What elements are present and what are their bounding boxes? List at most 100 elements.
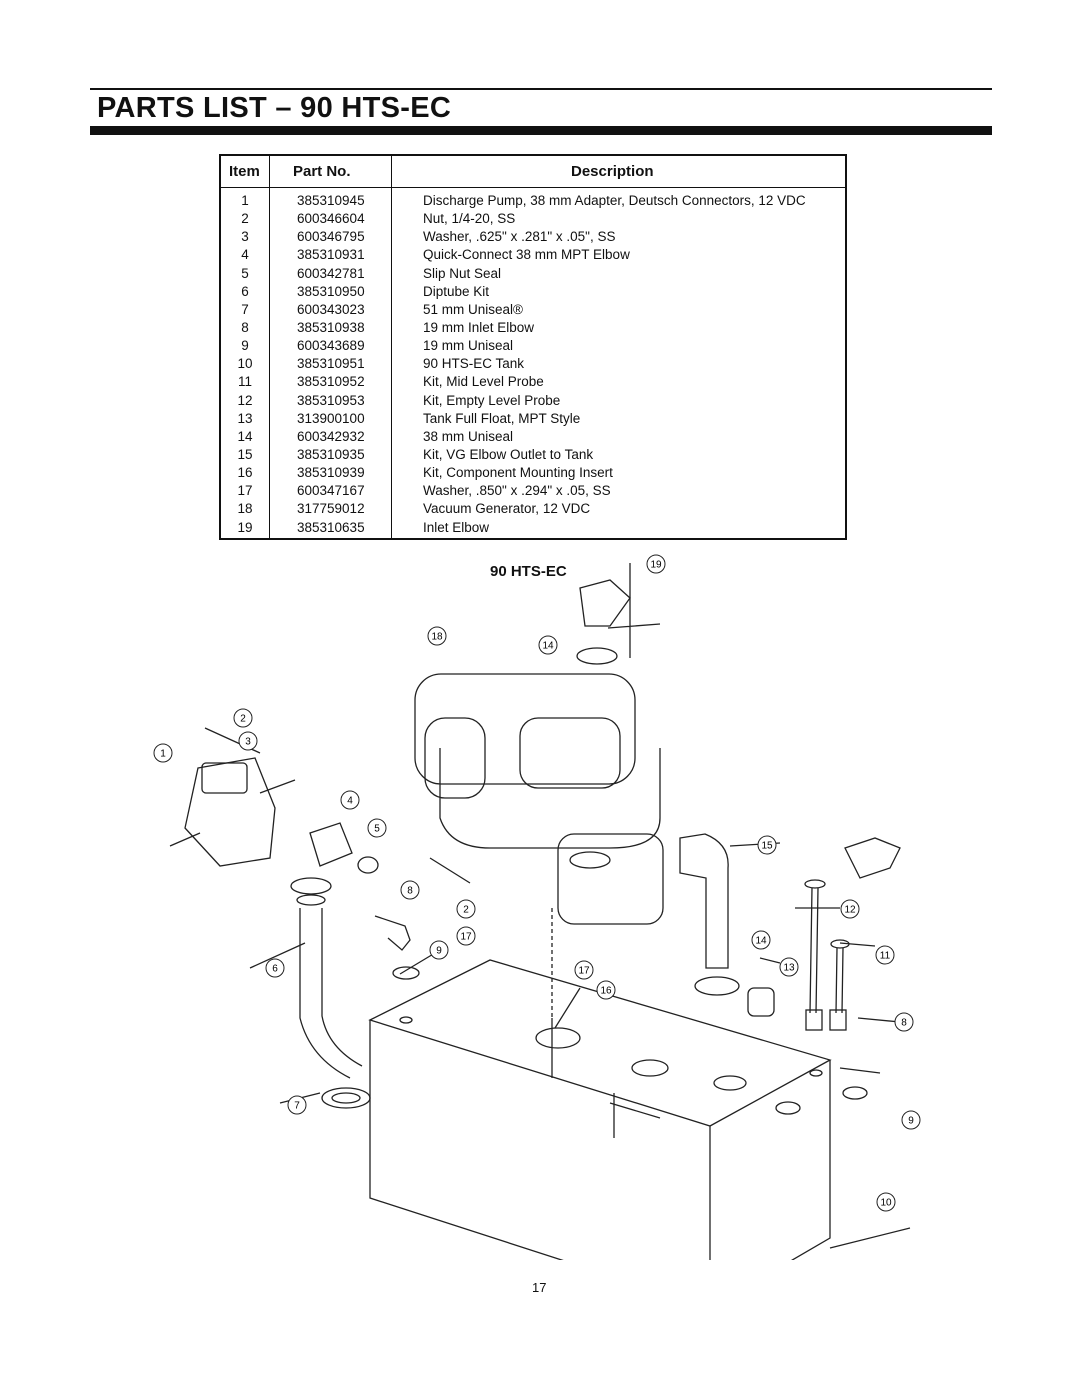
row-item: 1	[241, 193, 249, 208]
table-row: 15 385310935 Kit, VG Elbow Outlet to Tank	[221, 446, 845, 464]
header-description: Description	[571, 163, 654, 180]
callout-circle	[751, 930, 771, 950]
callout-label: 7	[294, 1101, 300, 1112]
row-description: Kit, Empty Level Probe	[423, 392, 561, 408]
row-part-no: 385310945	[297, 193, 365, 208]
table-row: 6 385310950 Diptube Kit	[221, 283, 845, 301]
column-divider	[269, 156, 270, 538]
row-part-no: 385310939	[297, 465, 365, 481]
row-description: Diptube Kit	[423, 283, 490, 299]
row-part-no: 385310935	[297, 446, 365, 462]
row-item: 5	[241, 265, 249, 281]
column-divider	[391, 156, 392, 538]
row-item: 15	[237, 446, 253, 462]
row-part-no: 600346795	[297, 229, 365, 245]
row-description: Discharge Pump, 38 mm Adapter, Deutsch C…	[423, 193, 806, 208]
row-description: 51 mm Uniseal®	[423, 301, 523, 317]
callout-circle	[894, 1012, 914, 1032]
row-part-no: 600343689	[297, 338, 365, 354]
callout-circle	[153, 743, 173, 763]
callout-label: 19	[650, 560, 662, 571]
row-part-no: 313900100	[297, 410, 365, 426]
row-item: 6	[241, 283, 249, 299]
row-part-no: 385310931	[297, 247, 365, 263]
row-part-no: 385310952	[297, 374, 365, 390]
callout-label: 3	[245, 737, 251, 748]
row-item: 7	[241, 301, 249, 317]
diptube	[299, 908, 363, 1079]
row-part-no: 317759012	[297, 501, 365, 517]
callout-circle	[238, 731, 258, 751]
row-description: Washer, .625" x .281" x .05", SS	[423, 229, 616, 245]
row-item: 3	[241, 229, 249, 245]
row-part-no: 600342932	[297, 428, 365, 444]
tank-body	[369, 1020, 831, 1260]
callout-label: 8	[901, 1018, 907, 1029]
row-part-no: 385310635	[297, 519, 365, 535]
row-description: Kit, Component Mounting Insert	[423, 465, 613, 481]
callout-label: 10	[880, 1198, 892, 1209]
callout-label: 18	[431, 632, 443, 643]
callout-circle	[840, 899, 860, 919]
callout-label: 14	[755, 936, 767, 947]
callout-circle	[779, 957, 799, 977]
row-part-no: 385310951	[297, 356, 365, 372]
row-item: 12	[237, 392, 253, 408]
row-description: 19 mm Uniseal	[423, 338, 514, 354]
row-description: Vacuum Generator, 12 VDC	[423, 501, 591, 517]
callout-circle	[456, 899, 476, 919]
row-item: 9	[241, 338, 249, 354]
row-item: 10	[237, 356, 253, 372]
callout-label: 6	[272, 964, 278, 975]
callout-label: 5	[374, 824, 380, 835]
table-row: 1 385310945 Discharge Pump, 38 mm Adapter,…	[221, 192, 845, 210]
callout-circle	[340, 790, 360, 810]
table-row: 3 600346795 Washer, .625" x .281" x .05", …	[221, 228, 845, 246]
page-title: PARTS LIST – 90 HTS-EC	[97, 92, 452, 124]
row-item: 2	[241, 211, 249, 227]
callout-circle	[400, 880, 420, 900]
row-part-no: 600342781	[297, 265, 365, 281]
callout-label: 14	[542, 641, 554, 652]
callout-circle	[876, 1192, 896, 1212]
callout-circle	[596, 980, 616, 1000]
callout-circle	[233, 708, 253, 728]
row-description: Kit, VG Elbow Outlet to Tank	[423, 446, 594, 462]
callout-circle	[429, 940, 449, 960]
callout-label: 17	[460, 932, 472, 943]
callout-label: 11	[880, 951, 891, 962]
callout-circle	[875, 945, 895, 965]
callout-label: 9	[908, 1116, 914, 1127]
callout-label: 4	[347, 796, 353, 807]
row-description: Nut, 1/4-20, SS	[423, 211, 516, 227]
vacuum-generator	[414, 673, 636, 785]
header-rule-thin	[90, 88, 992, 90]
row-part-no: 385310950	[297, 283, 365, 299]
row-item: 17	[237, 483, 253, 499]
callout-circle	[427, 626, 447, 646]
row-item: 4	[241, 247, 249, 263]
callout-label: 13	[783, 963, 795, 974]
row-part-no: 600346604	[297, 211, 365, 227]
row-part-no: 600347167	[297, 483, 365, 499]
callout-circle	[757, 835, 777, 855]
callout-label: 2	[240, 714, 246, 725]
callout-label: 17	[578, 966, 590, 977]
diagram-title: 90 HTS-EC	[490, 563, 567, 580]
table-row: 9 600343689 19 mm Uniseal	[221, 337, 845, 355]
row-part-no: 600343023	[297, 301, 365, 317]
row-item: 14	[237, 428, 253, 444]
discharge-pump	[184, 757, 276, 867]
callout-label: 1	[160, 749, 166, 760]
